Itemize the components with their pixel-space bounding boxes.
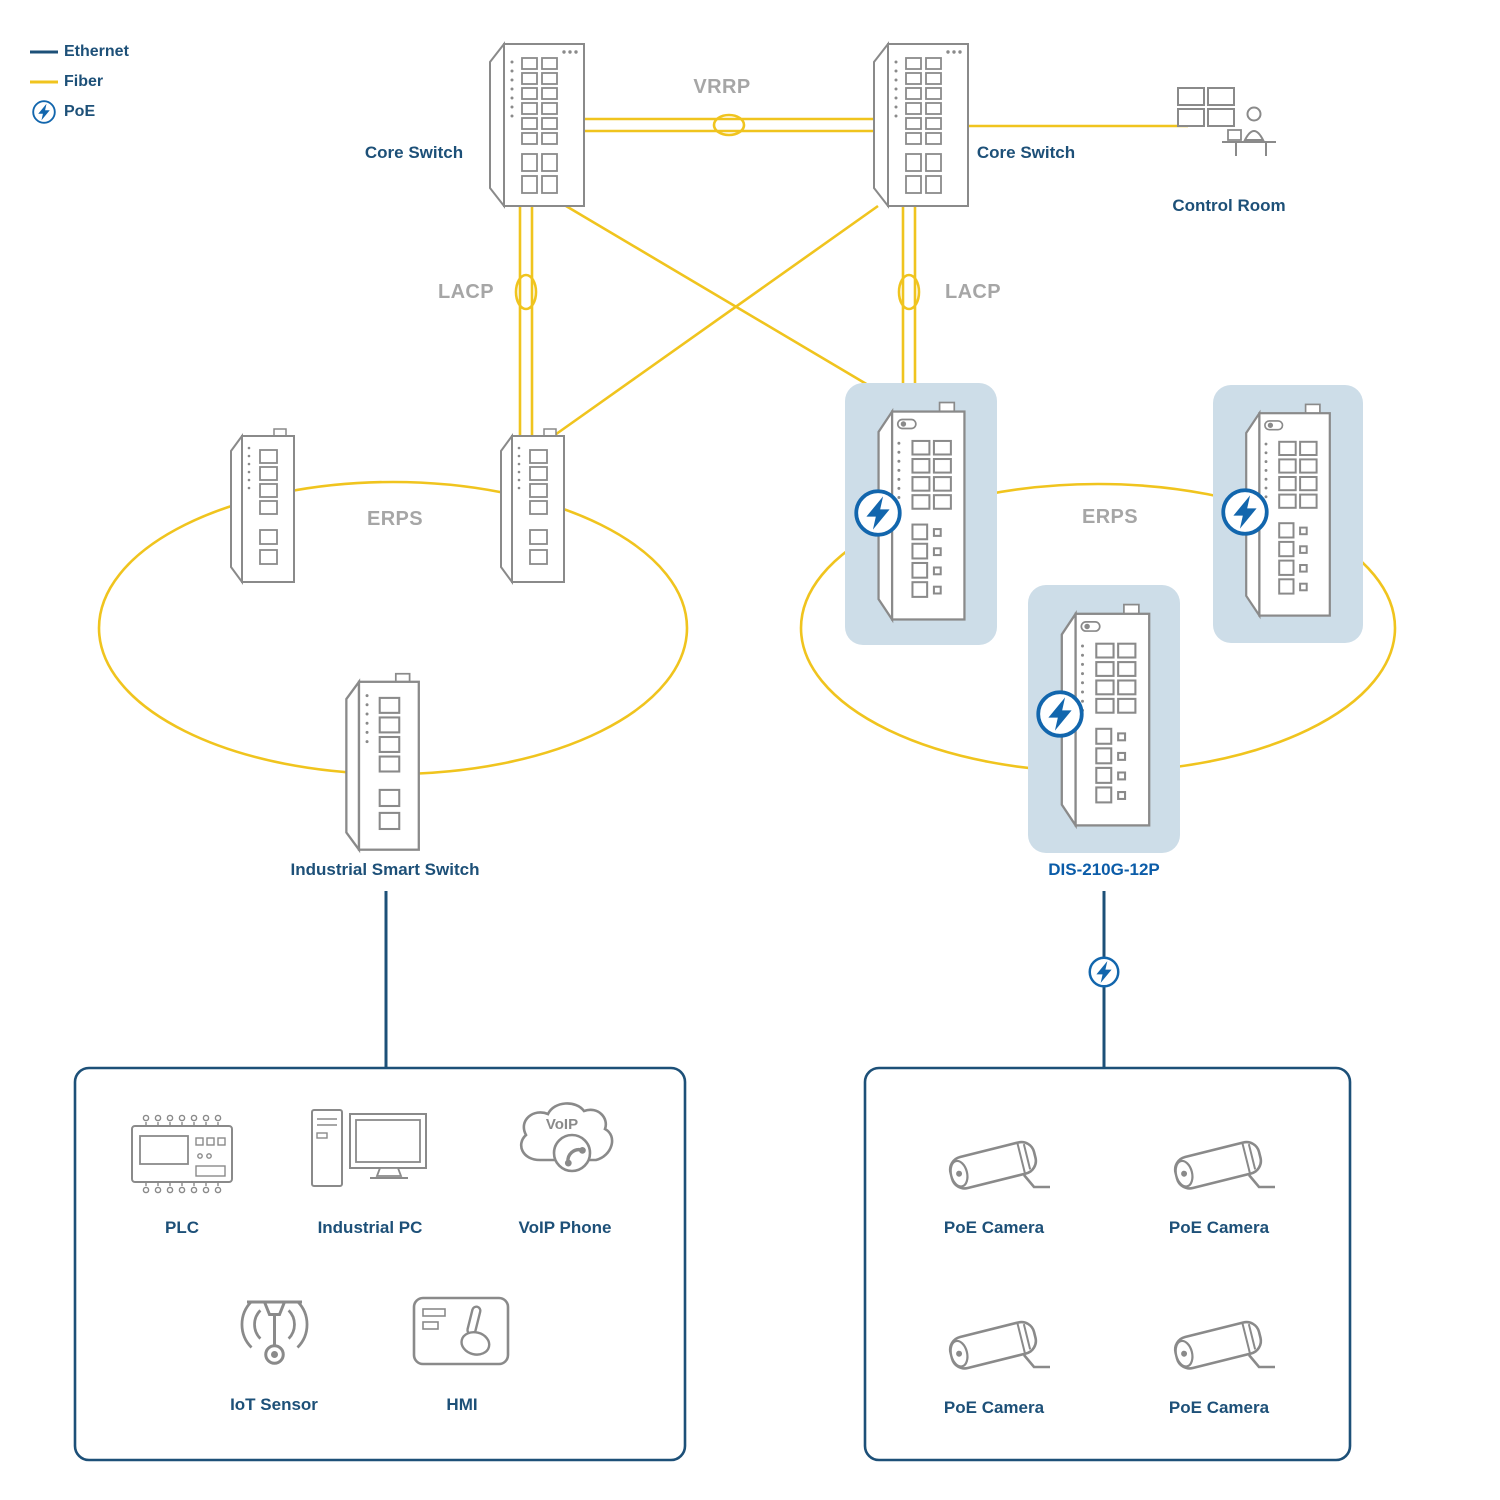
poe-connector-icon (1088, 956, 1120, 988)
legend-ethernet-label: Ethernet (64, 43, 129, 60)
erps-right-label: ERPS (1081, 506, 1139, 528)
legend-fiber-label: Fiber (64, 73, 104, 90)
industrial-pc-label: Industrial PC (317, 1218, 423, 1237)
ethernet-links (384, 891, 1106, 1068)
poe-camera-label-3: PoE Camera (943, 1398, 1045, 1417)
industrial-smart-switch-icon (345, 672, 420, 851)
poe-badge-icon-3 (1036, 690, 1084, 738)
hmi-label: HMI (446, 1395, 478, 1414)
erps-left-label: ERPS (366, 508, 424, 530)
cross-link-left-to-right (565, 204, 891, 400)
iot-sensor-label: IoT Sensor (230, 1395, 318, 1414)
legend-poe-icon (33, 101, 55, 123)
lacp-left-aggregation-ellipse (514, 273, 538, 311)
vrrp-aggregation-ellipse (712, 113, 746, 137)
vrrp-label: VRRP (693, 76, 751, 98)
core-switch-left-icon (489, 43, 585, 207)
cross-link-right-to-left (551, 204, 879, 439)
industrial-smart-switch-label: Industrial Smart Switch (290, 860, 480, 879)
lacp-right-aggregation-ellipse (897, 273, 921, 311)
legend-poe-label: PoE (64, 103, 96, 120)
poe-cameras-box (863, 1066, 1352, 1462)
core-switch-right-label: Core Switch (976, 143, 1076, 162)
control-room-icon (1177, 87, 1277, 157)
core-switch-right-icon (873, 43, 969, 207)
lacp-left-label: LACP (437, 281, 495, 303)
lacp-right-label: LACP (944, 281, 1002, 303)
plc-label: PLC (165, 1218, 199, 1237)
plc-icon (131, 1114, 233, 1194)
industrial-switch-icon-2 (500, 428, 565, 583)
core-switch-left-label: Core Switch (364, 143, 464, 162)
fiber-links (514, 113, 1188, 439)
hmi-icon (412, 1296, 510, 1366)
poe-camera-label-1: PoE Camera (943, 1218, 1045, 1237)
poe-badge-icon-2 (1221, 488, 1269, 536)
industrial-switch-icon-1 (230, 428, 295, 583)
control-room-label: Control Room (1172, 196, 1286, 215)
dis-product-label: DIS-210G-12P (1048, 860, 1160, 879)
poe-badge-icon-1 (854, 489, 902, 537)
poe-camera-label-4: PoE Camera (1168, 1398, 1270, 1417)
voip-phone-label: VoIP Phone (518, 1218, 612, 1237)
voip-cloud-text: VoIP (545, 1116, 579, 1133)
poe-camera-label-2: PoE Camera (1168, 1218, 1270, 1237)
